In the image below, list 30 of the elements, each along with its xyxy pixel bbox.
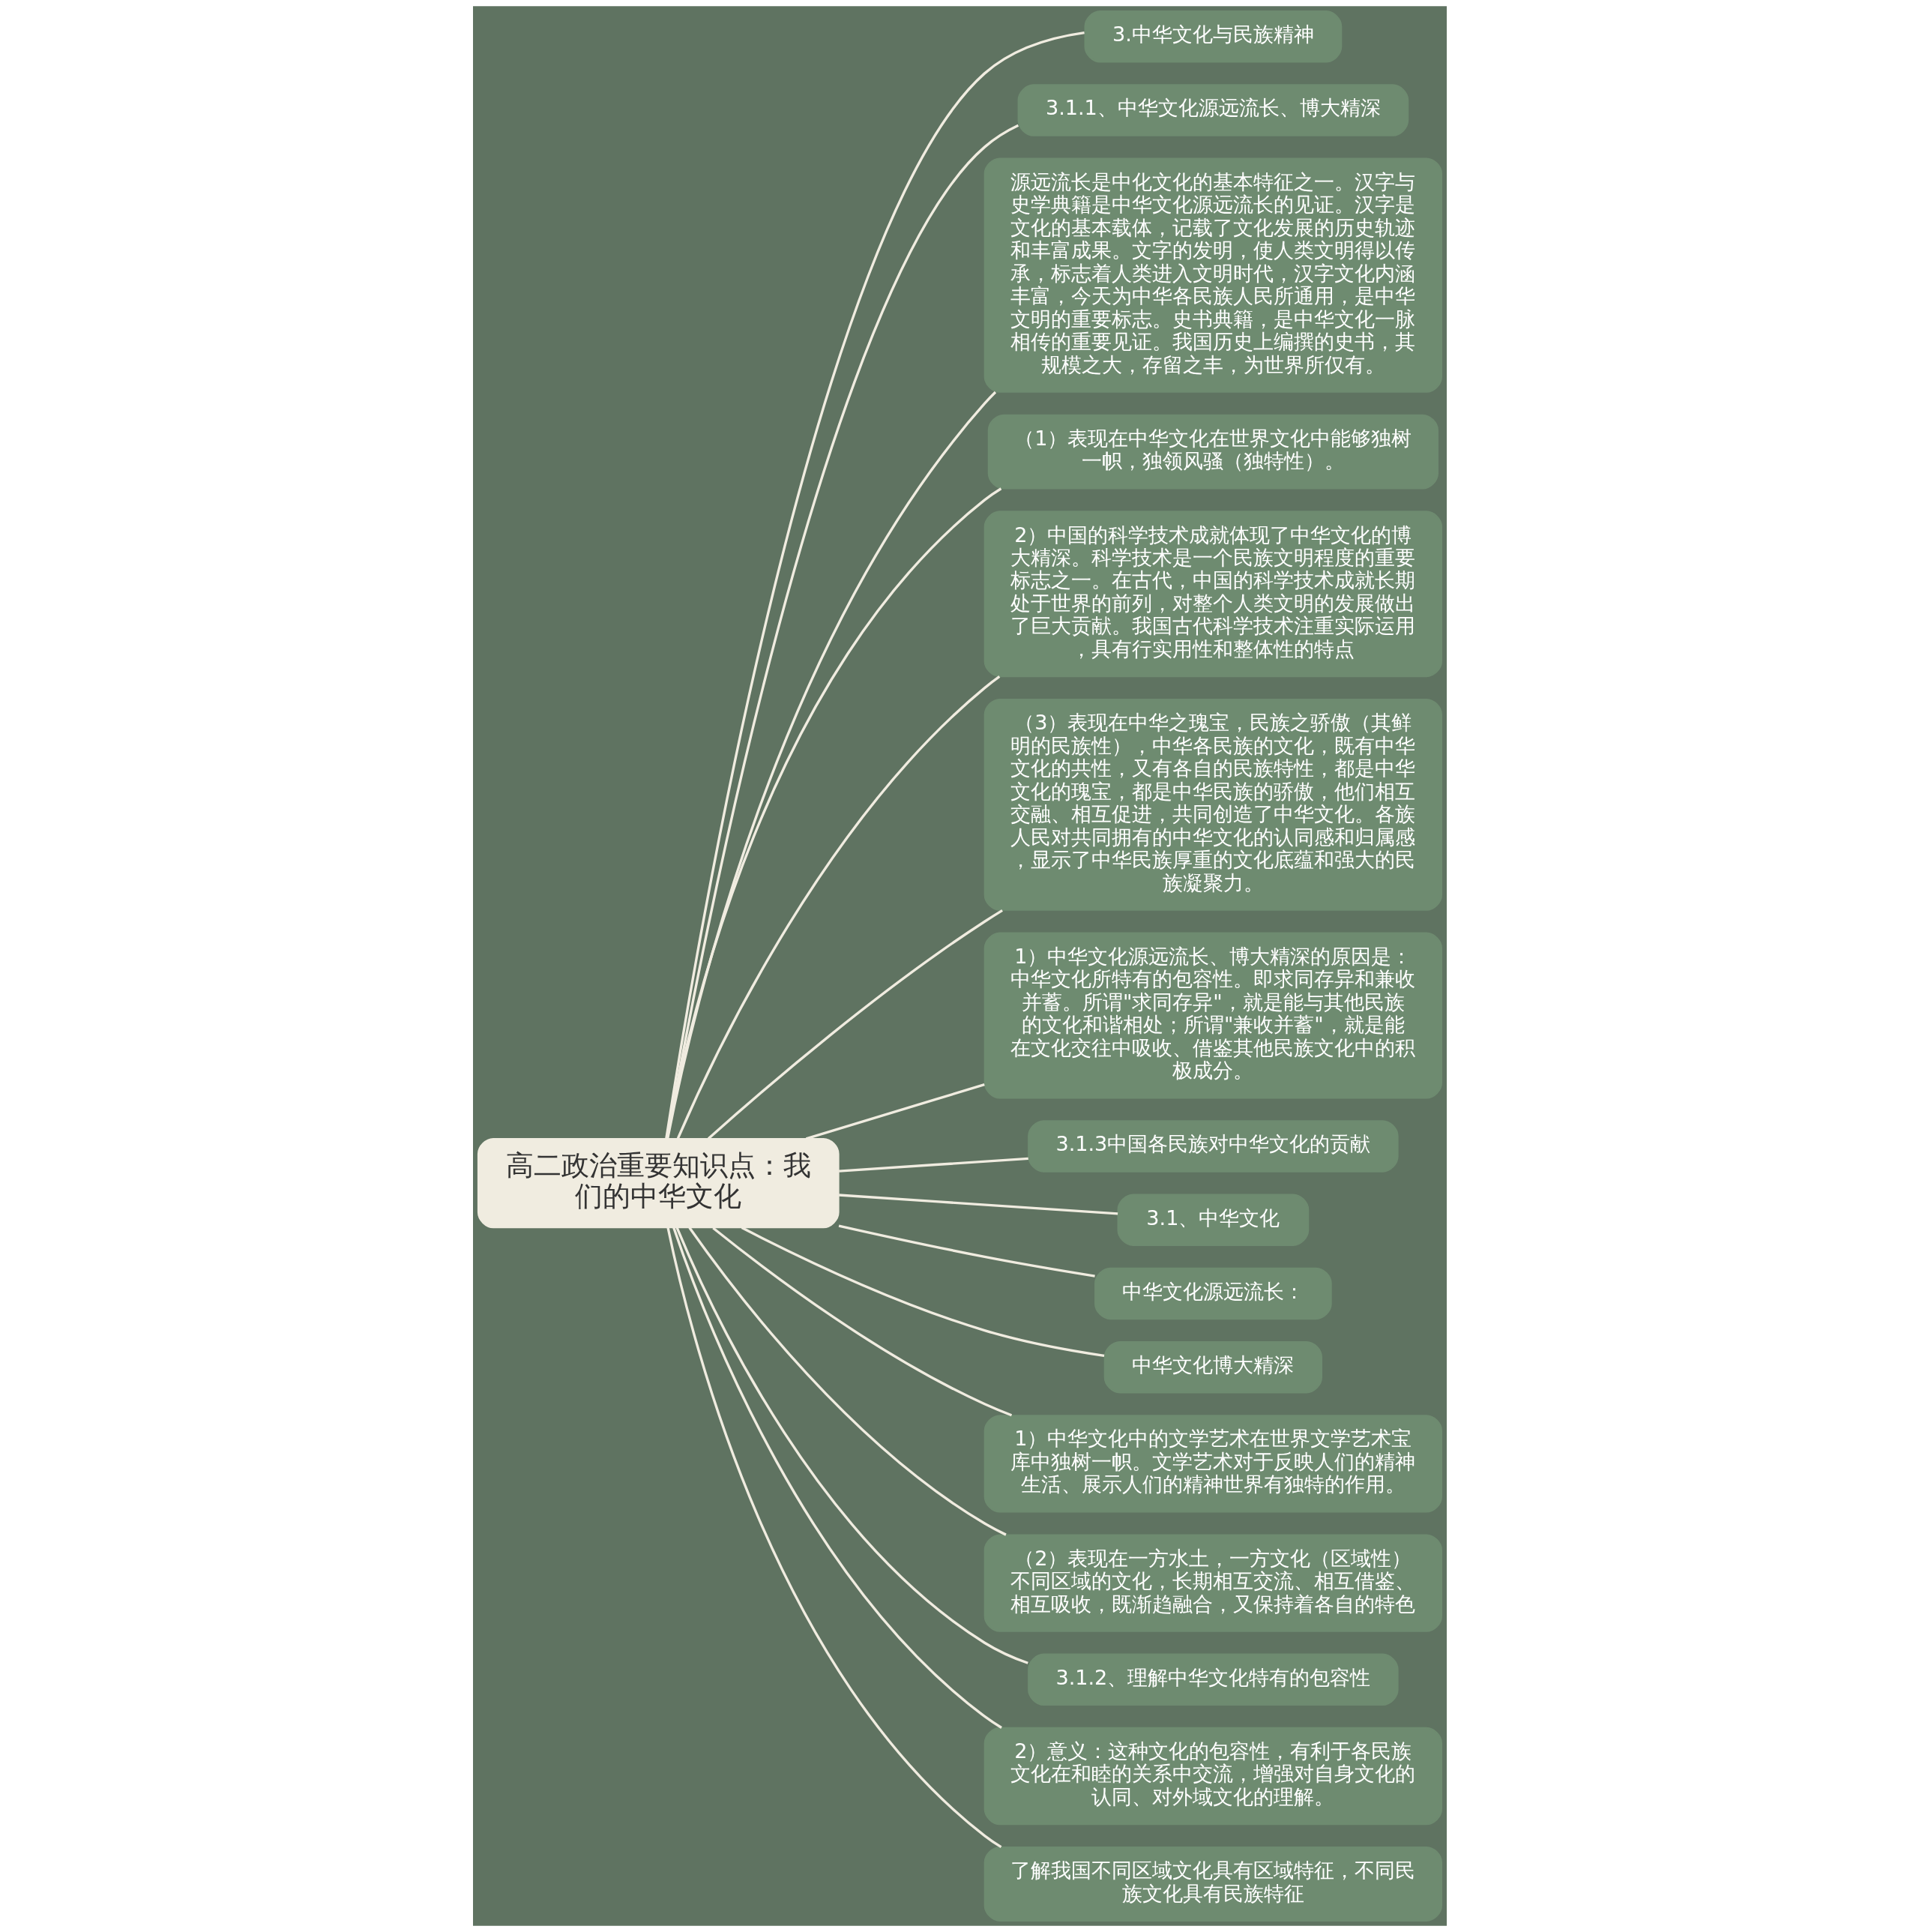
node-box: 2）意义：这种文化的包容性，有利于各民族文化在和睦的关系中交流，增强对自身文化的认同、对外域文化的理解。 <box>983 1727 1442 1826</box>
connector <box>675 1227 1028 1664</box>
node-box: （2）表现在一方水土，一方文化（区域性）不同区域的文化，长期相互交流、相互借鉴、相互吸收，既渐趋融合，又保持着各自的特色 <box>983 1534 1442 1632</box>
node-box: 中华文化源远流长： <box>1094 1267 1332 1320</box>
node-box: （1）表现在中华文化在世界文化中能够独树一帜，独领风骚（独特性）。 <box>987 414 1439 490</box>
node-box: 2）中国的科学技术成就体现了中华文化的博大精深。科学技术是一个民族文明程度的重要标志之一。在古代，中国的科学技术成就长期处于世界的前列，对整个人类文明的发展做出了巨大贡献。我国古代科学技术注重实际运用，具有行实用性和整体性的特点 <box>983 511 1442 678</box>
node-box: 1）中华文化源远流长、博大精深的原因是：中华文化所特有的包容性。即求同存异和兼收并蓄。所谓"求同存异"，就是能与其他民族的文化和谐相处；所谓"兼收并蓄"，就是能在文化交往中吸收、借鉴其他民族文化中的积极成分。 <box>983 932 1442 1099</box>
connector <box>838 1224 1095 1278</box>
connector <box>711 1227 1012 1417</box>
node-box: 3.1、中华文化 <box>1117 1194 1309 1246</box>
node-box: 了解我国不同区域文化具有区域特征，不同民族文化具有民族特征 <box>983 1847 1442 1922</box>
node-box: 中华文化博大精深 <box>1103 1340 1322 1394</box>
connector <box>741 1227 1104 1358</box>
connector <box>676 675 1000 1140</box>
connector <box>672 1227 1002 1729</box>
node-box: （3）表现在中华之瑰宝，民族之骄傲（其鲜明的民族性），中华各民族的文化，既有中华文化的共性，又有各自的民族特性，都是中华文化的瑰宝，都是中华民族的骄傲，他们相互交融、相互促进，共同创造了中华文化。各族人民对共同拥有的中华文化的认同感和归属感，显示了中华民族厚重的文化底蕴和强大的民族凝聚力。 <box>983 699 1442 911</box>
node-box: 3.1.2、理解中华文化特有的包容性 <box>1027 1653 1399 1706</box>
node-box: 3.1.3中国各民族对中华文化的贡献 <box>1027 1120 1399 1173</box>
connector <box>666 1227 1001 1849</box>
node-box: 3.1.1、中华文化源远流长、博大精深 <box>1017 84 1409 136</box>
connector <box>838 1157 1028 1173</box>
connector <box>664 31 1085 1140</box>
node-box: 3.中华文化与民族精神 <box>1083 10 1342 63</box>
node-box: 1）中华文化中的文学艺术在世界文学艺术宝库中独树一帜。文学艺术对于反映人们的精神生活、展示人们的精神世界有独特的作用。 <box>983 1415 1442 1513</box>
connector <box>805 1083 985 1140</box>
connector <box>707 909 1003 1140</box>
connector <box>838 1194 1118 1215</box>
node-box: 高二政治重要知识点：我们的中华文化 <box>477 1138 840 1229</box>
node-box: 源远流长是中化文化的基本特征之一。汉字与史学典籍是中华文化源远流长的见证。汉字是文化的基本载体，记载了文化发展的历史轨迹和丰富成果。文字的发明，使人类文明得以传承，标志着人类进入文明时代，汉字文化内涵丰富，今天为中华各民族人民所通用，是中华文明的重要标志。史书典籍，是中华文化一脉相传的重要见证。我国历史上编撰的史书，其规模之大，存留之丰，为世界所仅有。 <box>983 157 1442 393</box>
connector <box>687 1227 1007 1536</box>
